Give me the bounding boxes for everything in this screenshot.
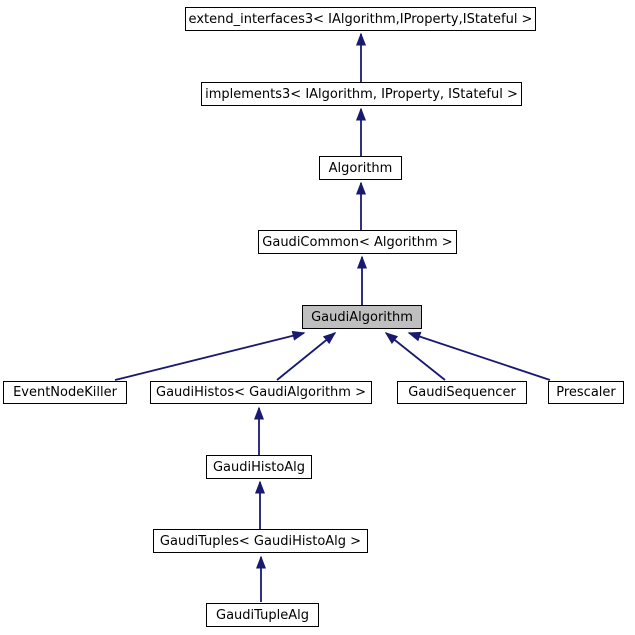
- node-gaudihistoalg[interactable]: GaudiHistoAlg: [206, 455, 312, 479]
- edge-eventnodekiller-to-gaudialgorithm: [114, 330, 306, 381]
- edge-prescaler-to-gaudialgorithm: [407, 331, 551, 381]
- node-gaudihistos[interactable]: GaudiHistos< GaudiAlgorithm >: [150, 381, 372, 404]
- node-gaudicommon[interactable]: GaudiCommon< Algorithm >: [258, 230, 457, 254]
- node-gaudisequencer[interactable]: GaudiSequencer: [397, 381, 527, 404]
- node-extend-interfaces3[interactable]: extend_interfaces3< IAlgorithm,IProperty…: [185, 7, 536, 31]
- node-implements3[interactable]: implements3< IAlgorithm, IProperty, ISta…: [201, 82, 522, 106]
- node-gaudituples[interactable]: GaudiTuples< GaudiHistoAlg >: [153, 529, 368, 553]
- node-eventnodekiller[interactable]: EventNodeKiller: [3, 381, 127, 404]
- node-gaudialgorithm-current: GaudiAlgorithm: [302, 305, 422, 329]
- edge-gaudisequencer-to-gaudialgorithm: [384, 332, 446, 381]
- node-prescaler[interactable]: Prescaler: [548, 381, 624, 404]
- node-algorithm[interactable]: Algorithm: [319, 156, 402, 180]
- edge-gaudihistos-to-gaudialgorithm: [276, 332, 337, 381]
- node-gaudituplealg[interactable]: GaudiTupleAlg: [206, 603, 319, 627]
